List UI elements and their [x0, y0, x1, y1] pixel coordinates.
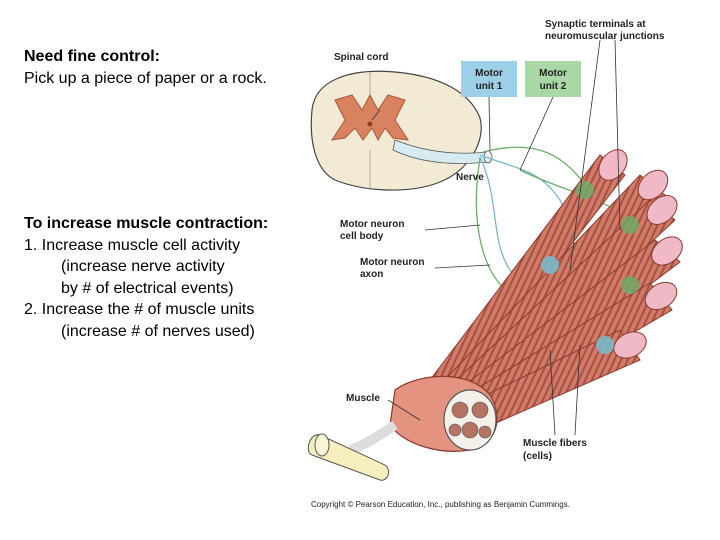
motor-unit-2-line1: Motor — [539, 68, 567, 79]
spinal-cord-label: Spinal cord — [334, 52, 388, 63]
motor-unit-2-line2: unit 2 — [540, 81, 567, 92]
muscle-fibers-label-1: Muscle fibers — [523, 438, 587, 449]
muscle-illustration — [307, 375, 498, 481]
motor-neuron-cell-body-label-1: Motor neuron — [340, 219, 404, 230]
list-item-1-sub-2: by # of electrical events) — [61, 279, 234, 297]
fine-control-block: Need fine control: Pick up a piece of pa… — [24, 46, 267, 89]
motor-neuron-axon-label-1: Motor neuron — [360, 257, 424, 268]
list-item-1: 1. Increase muscle cell activity — [24, 236, 241, 254]
motor-neuron-axon-label-2: axon — [360, 269, 383, 280]
muscle-fibers — [429, 149, 683, 431]
list-item-2-sub-1: (increase # of nerves used) — [61, 322, 255, 340]
contraction-heading: To increase muscle contraction: — [24, 215, 269, 232]
motor-unit-1-line1: Motor — [475, 68, 503, 79]
copyright-notice: Copyright © Pearson Education, Inc., pub… — [311, 500, 570, 509]
nerve-label: Nerve — [456, 172, 484, 183]
leader-lines — [371, 39, 621, 436]
motor-neuron-cell-body-label-2: cell body — [340, 231, 384, 242]
list-item-2: 2. Increase the # of muscle units — [24, 301, 255, 318]
fine-control-heading: Need fine control: — [24, 48, 161, 65]
list-item-1-sub-1: (increase nerve activity — [61, 258, 225, 275]
neuromuscular-junctions — [541, 181, 639, 354]
motor-unit-2-box: Motor unit 2 — [525, 61, 581, 97]
synaptic-terminals-label-2: neuromuscular junctions — [545, 31, 665, 42]
motor-unit-diagram: Motor unit 1 Motor unit 2 Synaptic termi… — [307, 19, 683, 509]
muscle-label: Muscle — [346, 393, 380, 404]
synaptic-terminals-label-1: Synaptic terminals at — [545, 19, 646, 30]
central-canal — [367, 121, 373, 127]
fine-control-body: Pick up a piece of paper or a rock. — [24, 69, 267, 87]
motor-unit-1-box: Motor unit 1 — [461, 61, 517, 97]
motor-unit-1-line2: unit 1 — [476, 81, 503, 92]
muscle-fibers-label-2: (cells) — [523, 451, 552, 462]
contraction-block: To increase muscle contraction: 1. Incre… — [24, 213, 268, 342]
muscle-cross-section — [443, 389, 497, 451]
